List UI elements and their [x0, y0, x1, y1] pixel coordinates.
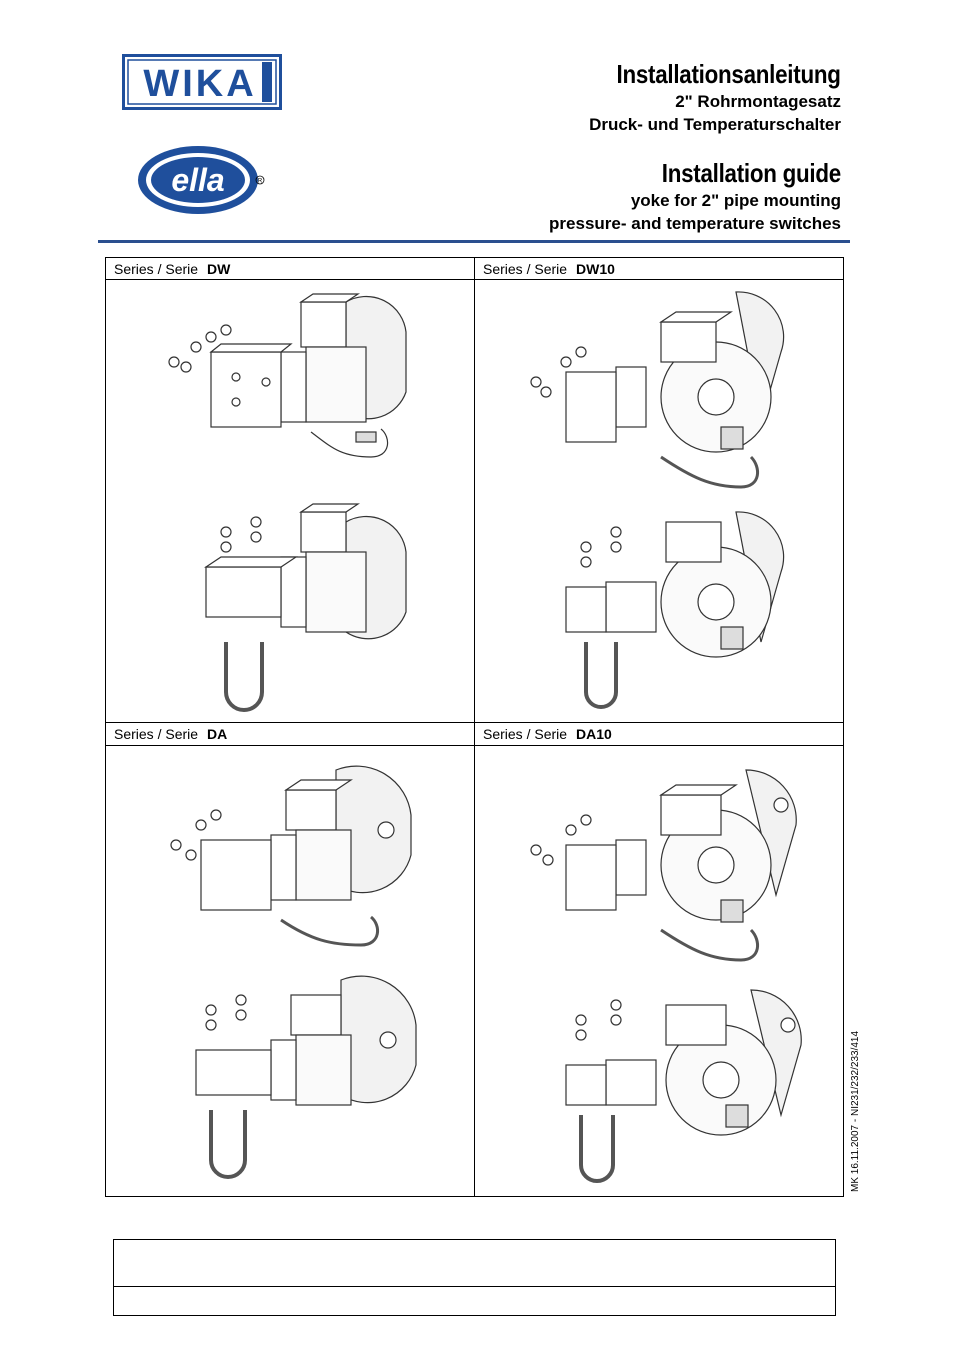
ella-logo: ella R	[138, 146, 265, 214]
svg-text:WIKA: WIKA	[143, 63, 256, 105]
header-divider	[98, 240, 850, 243]
grid-line	[106, 722, 843, 723]
footer-box	[113, 1239, 836, 1316]
da10-mounting-illustration	[530, 769, 802, 1183]
svg-text:R: R	[258, 179, 263, 185]
grid-line	[106, 745, 843, 746]
english-subtitle-1: yoke for 2" pipe mounting	[630, 191, 841, 210]
english-title: Installation guide	[661, 158, 841, 188]
german-title-block: Installationsanleitung 2" Rohrmontagesat…	[580, 58, 841, 136]
svg-text:ella: ella	[171, 162, 224, 198]
dw10-mounting-illustration	[530, 291, 785, 709]
grid-vertical-line	[474, 258, 475, 1196]
footer-divider	[114, 1286, 835, 1287]
dw-mounting-illustration	[168, 293, 407, 712]
da-mounting-illustration	[170, 765, 417, 1179]
grid-line	[106, 279, 843, 280]
english-subtitle-2: pressure- and temperature switches	[549, 214, 841, 233]
german-subtitle-1: 2" Rohrmontagesatz	[675, 92, 841, 111]
wika-logo: WIKA	[122, 54, 282, 110]
english-title-block: Installation guide yoke for 2" pipe moun…	[549, 157, 841, 235]
german-subtitle-2: Druck- und Temperaturschalter	[589, 115, 841, 134]
document-reference: MK 16.11.2007 - NI231/232/233/414	[850, 1030, 861, 1192]
german-title: Installationsanleitung	[616, 59, 841, 89]
